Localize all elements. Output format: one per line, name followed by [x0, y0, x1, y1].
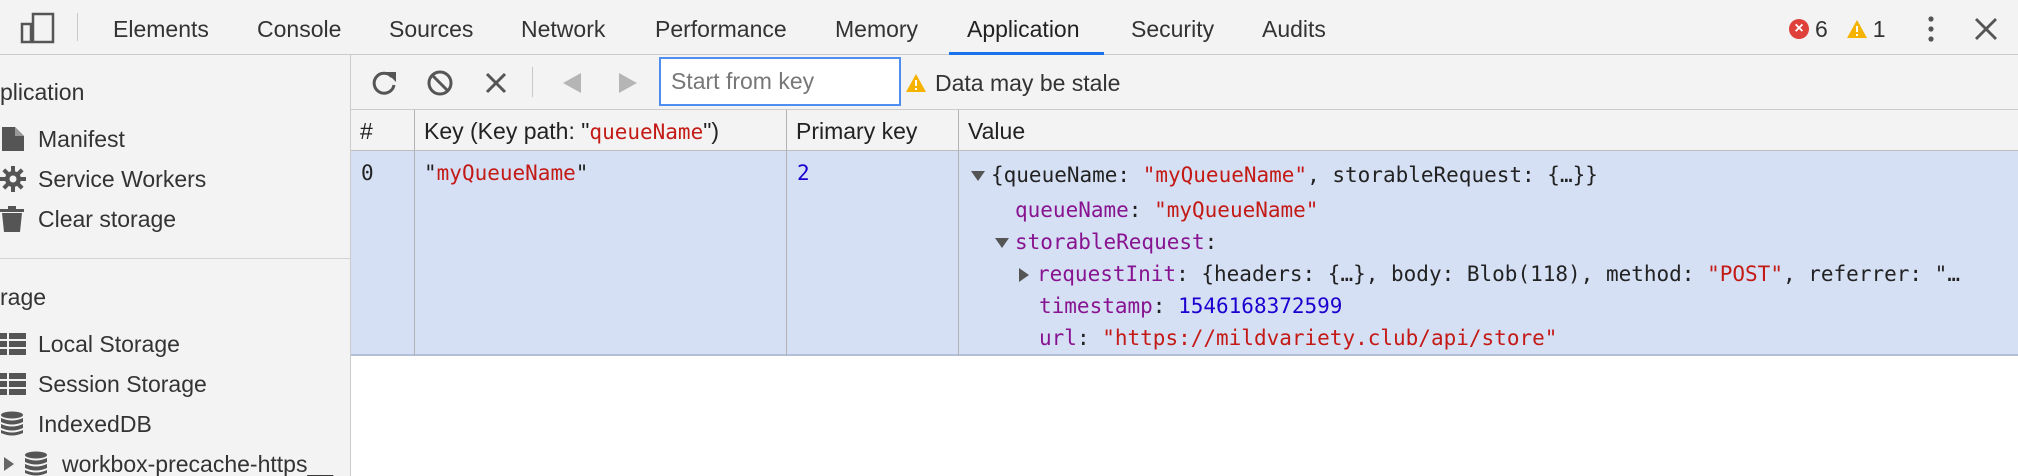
stale-data-warning: Data may be stale: [905, 67, 1120, 99]
collapse-arrow-icon[interactable]: [971, 171, 985, 181]
expand-arrow-icon[interactable]: [1019, 268, 1029, 282]
row-index: 0: [361, 161, 374, 185]
device-mode-icon: [20, 12, 55, 44]
sidebar-item-session-storage[interactable]: Session Storage: [0, 368, 207, 400]
clear-object-store-button[interactable]: [426, 69, 454, 97]
grid-icon: [0, 373, 26, 395]
collapse-arrow-icon[interactable]: [995, 238, 1009, 248]
sidebar-section-application[interactable]: plication: [0, 79, 85, 105]
toolbar-separator: [532, 67, 533, 97]
column-divider: [958, 110, 959, 356]
next-page-button[interactable]: [613, 69, 641, 97]
row-primary-key: 2: [797, 161, 810, 185]
value-url: url: "https://mildvariety.club/api/store…: [1039, 326, 1558, 350]
column-header-value[interactable]: Value: [959, 110, 2018, 151]
value-timestamp: timestamp: 1546168372599: [1039, 294, 1343, 318]
previous-page-button[interactable]: [559, 69, 587, 97]
row-key: "myQueueName": [424, 161, 589, 185]
sidebar-divider: [0, 258, 350, 259]
sidebar-item-label: Session Storage: [38, 371, 207, 397]
value-storable-request[interactable]: storableRequest:: [995, 227, 1217, 257]
column-header-primary-key[interactable]: Primary key: [787, 110, 959, 151]
sidebar-item-local-storage[interactable]: Local Storage: [0, 328, 180, 360]
column-header-key[interactable]: Key (Key path: "queueName"): [415, 110, 787, 151]
sidebar-item-label: IndexedDB: [38, 411, 152, 437]
warning-count: 1: [1872, 15, 1886, 42]
expand-arrow-icon[interactable]: [4, 457, 14, 471]
sidebar-item-workbox-precache[interactable]: workbox-precache-https__: [0, 448, 333, 476]
sidebar-item-label: Manifest: [38, 126, 125, 152]
warning-icon: [1846, 20, 1867, 38]
trash-icon: [0, 206, 24, 232]
tab-sources[interactable]: Sources: [389, 16, 474, 42]
document-icon: [2, 127, 24, 151]
delete-selected-button[interactable]: [482, 69, 510, 97]
issues-counter[interactable]: × 6 1: [1789, 15, 1886, 43]
value-request-init[interactable]: requestInit: {headers: {…}, body: Blob(1…: [1019, 259, 1960, 289]
start-from-key-input[interactable]: [659, 57, 901, 106]
sidebar-item-label: workbox-precache-https__: [62, 451, 334, 476]
database-icon: [1, 411, 23, 436]
sidebar-item-indexeddb[interactable]: IndexedDB: [0, 408, 152, 440]
error-count: 6: [1815, 15, 1828, 42]
tab-security[interactable]: Security: [1131, 16, 1215, 42]
tab-performance[interactable]: Performance: [655, 16, 787, 42]
warning-icon: [906, 74, 926, 92]
tab-audits[interactable]: Audits: [1262, 16, 1326, 42]
triangle-left-icon: [563, 73, 581, 93]
close-icon: [485, 72, 507, 94]
stale-data-text: Data may be stale: [935, 69, 1121, 96]
column-divider: [414, 110, 415, 356]
close-devtools-button[interactable]: [1971, 14, 2001, 44]
sidebar-item-manifest[interactable]: Manifest: [0, 123, 125, 155]
sidebar-item-service-workers[interactable]: Service Workers: [0, 163, 206, 195]
block-icon: [427, 70, 453, 96]
sidebar-item-label: Service Workers: [38, 166, 207, 192]
tab-elements[interactable]: Elements: [113, 16, 209, 42]
refresh-icon: [372, 71, 396, 95]
sidebar-item-clear-storage[interactable]: Clear storage: [0, 203, 176, 235]
indexeddb-toolbar: Data may be stale: [351, 55, 2018, 110]
tab-memory[interactable]: Memory: [835, 16, 919, 42]
error-icon: ×: [1789, 19, 1809, 39]
table-row[interactable]: [351, 151, 2018, 356]
gear-icon: [0, 166, 26, 192]
customize-menu-button[interactable]: [1919, 14, 1943, 44]
value-summary[interactable]: {queueName: "myQueueName", storableReque…: [971, 160, 1598, 190]
triangle-right-icon: [619, 73, 637, 93]
sidebar-section-storage[interactable]: rage: [0, 284, 47, 310]
sidebar-item-label: Clear storage: [38, 206, 177, 232]
tab-console[interactable]: Console: [257, 16, 342, 42]
tab-network[interactable]: Network: [521, 16, 606, 42]
value-queue-name: queueName: "myQueueName": [1015, 198, 1319, 222]
sidebar-item-label: Local Storage: [38, 331, 180, 357]
refresh-button[interactable]: [370, 69, 398, 97]
column-header-index[interactable]: #: [351, 110, 415, 151]
database-icon: [25, 451, 47, 476]
kebab-menu-icon: [1928, 16, 1934, 42]
column-divider: [786, 110, 787, 356]
application-sidebar: plication Manifest Service Workers Clear: [0, 55, 351, 476]
device-toolbar-toggle-button[interactable]: [20, 12, 56, 44]
grid-icon: [0, 333, 26, 355]
tab-bar-separator: [77, 13, 78, 41]
tab-application[interactable]: Application: [949, 0, 1103, 55]
close-icon: [1975, 18, 1997, 40]
object-store-table: # Key (Key path: "queueName") Primary ke…: [351, 110, 2018, 356]
devtools-tab-bar: Elements Console Sources Network Perform…: [0, 0, 2018, 55]
